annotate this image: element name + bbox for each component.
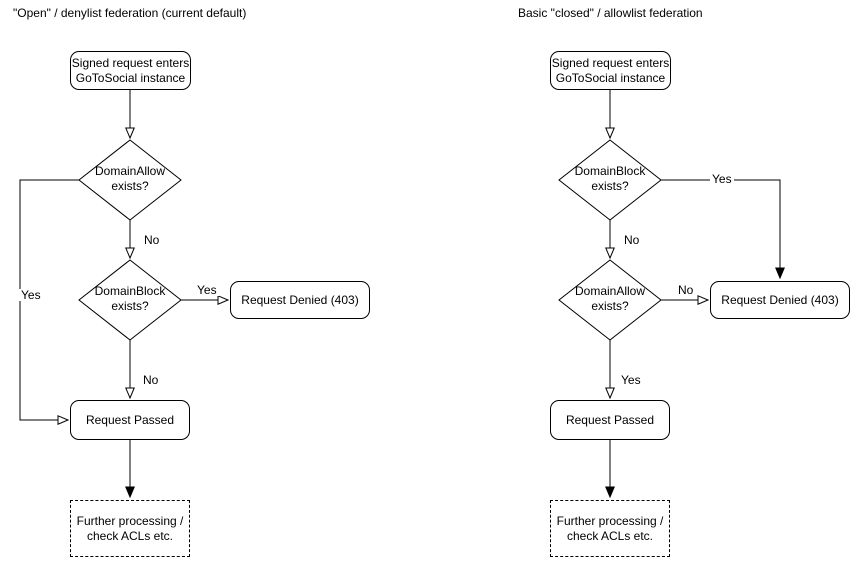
right-further-line1: Further processing / [556, 513, 664, 528]
left-further-line1: Further processing / [76, 513, 184, 528]
left-block-no-label: No [141, 373, 161, 387]
right-start-node: Signed request enters GoToSocial instanc… [550, 51, 671, 90]
left-passed-node: Request Passed [70, 400, 190, 440]
left-domainallow-diamond [78, 139, 182, 221]
right-further-line2: check ACLs etc. [566, 528, 654, 543]
left-block-yes-label: Yes [195, 283, 219, 297]
right-block-yes-label: Yes [710, 172, 734, 186]
right-chart-title: Basic "closed" / allowlist federation [518, 6, 703, 20]
right-allow-yes-label: Yes [619, 373, 643, 387]
left-further-line2: check ACLs etc. [86, 528, 174, 543]
right-block-no-label: No [622, 233, 642, 247]
left-start-node: Signed request enters GoToSocial instanc… [70, 51, 191, 90]
left-denied-node: Request Denied (403) [230, 281, 370, 319]
right-domainblock-diamond [558, 139, 662, 221]
right-further-node: Further processing / check ACLs etc. [550, 500, 670, 557]
left-passed-label: Request Passed [85, 412, 175, 427]
left-allow-no-label: No [142, 233, 162, 247]
left-further-node: Further processing / check ACLs etc. [70, 500, 190, 557]
left-domainblock-diamond [78, 259, 182, 341]
left-start-line1: Signed request enters [71, 55, 190, 70]
right-denied-label: Request Denied (403) [721, 292, 839, 307]
left-chart-title: "Open" / denylist federation (current de… [13, 6, 247, 20]
right-passed-label: Request Passed [565, 412, 655, 427]
right-start-line2: GoToSocial instance [555, 70, 666, 85]
right-start-line1: Signed request enters [551, 55, 670, 70]
right-allow-no-label: No [676, 283, 696, 297]
right-domainallow-diamond [558, 259, 662, 341]
left-allow-yes-label: Yes [19, 288, 43, 302]
right-denied-node: Request Denied (403) [710, 281, 850, 319]
edge-right-domainblock-yes [661, 179, 780, 278]
right-passed-node: Request Passed [550, 400, 670, 440]
left-denied-label: Request Denied (403) [241, 292, 359, 307]
left-start-line2: GoToSocial instance [75, 70, 186, 85]
